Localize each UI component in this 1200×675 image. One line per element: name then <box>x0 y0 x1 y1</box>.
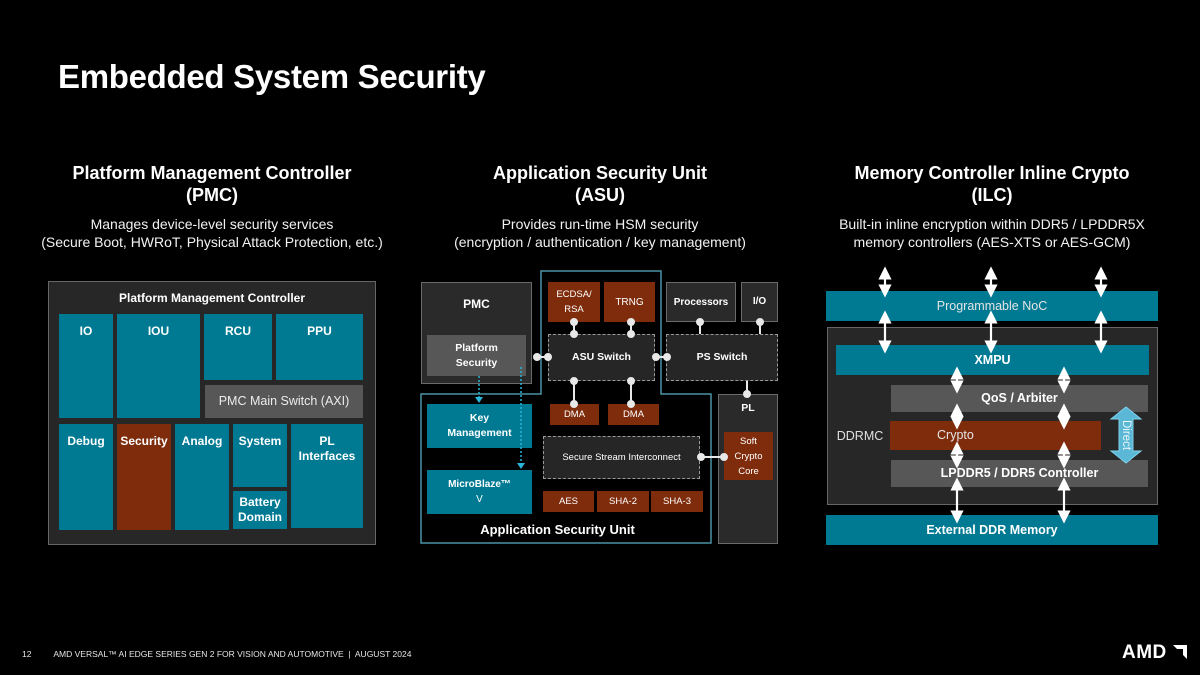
asu-label: Application Security Unit <box>480 521 635 537</box>
pmc-main-switch: PMC Main Switch (AXI) <box>205 385 363 418</box>
processors-block: Processors <box>666 282 736 322</box>
key-management-block: Key Management <box>427 404 532 448</box>
microblaze-line1: MicroBlaze™ <box>448 479 511 490</box>
pmc-block-pl-interfaces: PL Interfaces <box>291 424 363 528</box>
ecdsa-line1: ECDSA/ <box>556 289 592 300</box>
pmc-block-security: Security <box>117 424 171 530</box>
soft-crypto-core: Soft Crypto Core <box>724 432 773 480</box>
soft-crypto-line1: Soft <box>740 435 757 447</box>
soft-crypto-line2: Crypto <box>734 450 763 462</box>
asu-heading: Application Security Unit (ASU) <box>400 162 800 206</box>
ddrmc-label: DDRMC <box>836 428 884 443</box>
ecdsa-rsa-block: ECDSA/ RSA <box>548 282 600 322</box>
page-number: 12 <box>22 649 32 659</box>
asu-desc-line2: (encryption / authentication / key manag… <box>454 234 746 250</box>
ilc-description: Built-in inline encryption within DDR5 /… <box>782 215 1200 251</box>
pmc-block-battery-domain: Battery Domain <box>233 491 287 529</box>
amd-arrow-icon <box>1172 645 1187 659</box>
asu-description: Provides run-time HSM security (encrypti… <box>390 215 810 251</box>
microblaze-block: MicroBlaze™ V <box>427 470 532 514</box>
footer: 12 AMD VERSAL™ AI EDGE SERIES GEN 2 FOR … <box>22 649 411 659</box>
pmc-block-system: System <box>233 424 287 487</box>
key-mgmt-line2: Management <box>447 427 512 439</box>
pmc-block-debug: Debug <box>59 424 113 530</box>
ilc-heading: Memory Controller Inline Crypto (ILC) <box>792 162 1192 206</box>
amd-logo: AMD <box>1122 642 1187 664</box>
ilc-desc-line1: Built-in inline encryption within DDR5 /… <box>839 216 1145 232</box>
pmc-block-iou: IOU <box>117 314 200 418</box>
dma-block-2: DMA <box>608 404 659 425</box>
crypto-block: Crypto <box>890 421 1101 450</box>
aes-block: AES <box>543 491 594 512</box>
pmc-heading-line2: (PMC) <box>186 185 238 205</box>
xmpu-block: XMPU <box>836 345 1149 375</box>
trng-block: TRNG <box>604 282 655 322</box>
microblaze-line2: V <box>476 494 483 505</box>
controller-block: LPDDR5 / DDR5 Controller <box>891 460 1148 487</box>
direct-label: Direct <box>1120 419 1132 451</box>
pmc-block-analog: Analog <box>175 424 229 530</box>
platform-security-block: Platform Security <box>427 335 526 376</box>
pmc-block-io: IO <box>59 314 113 418</box>
asu-heading-line1: Application Security Unit <box>492 163 708 183</box>
qos-arbiter-block: QoS / Arbiter <box>891 385 1148 412</box>
ecdsa-line2: RSA <box>564 304 584 315</box>
pmc-desc-line1: Manages device-level security services <box>90 216 334 232</box>
pmc-heading: Platform Management Controller (PMC) <box>12 162 412 206</box>
pmc-description: Manages device-level security services (… <box>2 215 422 251</box>
dma-block-1: DMA <box>550 404 599 425</box>
slide-title: Embedded System Security <box>58 58 486 95</box>
key-mgmt-line1: Key <box>469 412 490 424</box>
pl-interfaces-line2: Interfaces <box>298 449 356 463</box>
external-ddr-memory: External DDR Memory <box>826 515 1158 545</box>
ilc-heading-line2: (ILC) <box>971 185 1013 205</box>
platform-security-line1: Platform <box>455 341 498 354</box>
programmable-noc: Programmable NoC <box>826 291 1158 321</box>
asu-switch: ASU Switch <box>548 334 655 381</box>
amd-logo-text: AMD <box>1122 642 1167 663</box>
battery-line1: Battery <box>239 495 281 509</box>
sha3-block: SHA-3 <box>651 491 703 512</box>
pmc-diagram-title: Platform Management Controller <box>118 290 306 305</box>
pmc-heading-line1: Platform Management Controller <box>72 163 352 183</box>
footer-text: AMD VERSAL™ AI EDGE SERIES GEN 2 FOR VIS… <box>53 649 412 659</box>
pmc-block-ppu: PPU <box>276 314 363 380</box>
soft-crypto-line3: Core <box>738 465 759 477</box>
asu-desc-line1: Provides run-time HSM security <box>501 216 699 232</box>
battery-line2: Domain <box>237 510 282 524</box>
ilc-desc-line2: memory controllers (AES-XTS or AES-GCM) <box>853 234 1131 250</box>
ilc-heading-line1: Memory Controller Inline Crypto <box>854 163 1130 183</box>
platform-security-line2: Security <box>455 356 498 369</box>
pl-interfaces-line1: PL <box>319 434 335 448</box>
pmc-desc-line2: (Secure Boot, HWRoT, Physical Attack Pro… <box>41 234 383 250</box>
secure-stream-interconnect: Secure Stream Interconnect <box>543 436 700 479</box>
io-block: I/O <box>741 282 778 322</box>
ps-switch: PS Switch <box>666 334 778 381</box>
pmc-block-rcu: RCU <box>204 314 272 380</box>
asu-heading-line2: (ASU) <box>575 185 625 205</box>
sha2-block: SHA-2 <box>597 491 649 512</box>
